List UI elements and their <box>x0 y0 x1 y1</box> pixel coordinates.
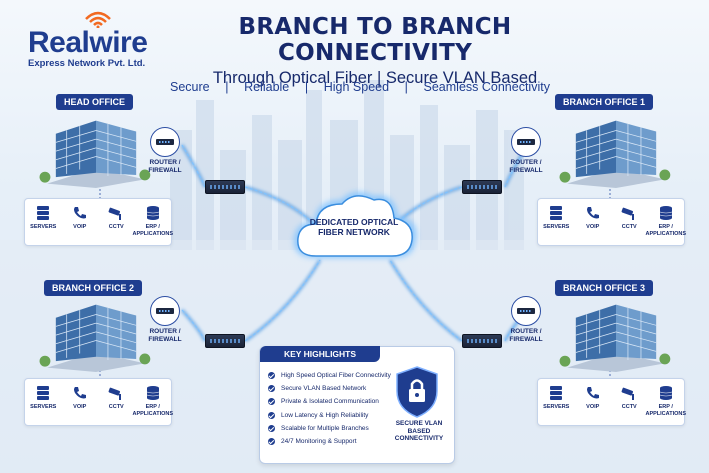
check-icon <box>268 424 275 432</box>
check-icon <box>268 372 275 380</box>
check-icon <box>268 411 275 419</box>
office-label-branch-3: BRANCH OFFICE 3 <box>555 280 654 296</box>
service-voip: VOIP <box>575 384 611 411</box>
brand-name: Realwire <box>28 26 148 59</box>
switch-icon <box>462 180 502 194</box>
list-item: High Speed Optical Fiber Connectivity <box>268 369 391 382</box>
service-cctv: CCTV <box>98 384 134 411</box>
server-icon <box>37 206 50 220</box>
service-voip: VOIP <box>62 384 98 411</box>
list-item: Scalable for Multiple Branches <box>268 422 391 435</box>
service-erp: ERP / APPLICATIONS <box>645 204 686 237</box>
phone-icon <box>586 387 599 399</box>
router-label: ROUTER / FIREWALL <box>509 328 543 343</box>
router-icon <box>511 296 541 326</box>
router-label: ROUTER / FIREWALL <box>509 159 543 174</box>
list-item: Secure VLAN Based Network <box>268 382 391 395</box>
tag-separator: | <box>404 80 408 94</box>
cloud-icon <box>293 191 417 258</box>
building-icon <box>556 112 676 188</box>
office-label-branch-2: BRANCH OFFICE 2 <box>44 280 143 296</box>
highlights-title: KEY HIGHLIGHTS <box>260 346 380 362</box>
check-icon <box>268 398 275 406</box>
office-label-head: HEAD OFFICE <box>56 94 134 110</box>
page-title: BRANCH TO BRANCH CONNECTIVITY <box>238 14 512 66</box>
service-servers: SERVERS <box>25 204 61 231</box>
brand-tagline: Express Network Pvt. Ltd. <box>28 58 146 69</box>
services-panel: SERVERS VOIP CCTV ERP / APPLICATIONS <box>537 378 686 426</box>
services-panel: SERVERS VOIP CCTV ERP / APPLICATIONS <box>537 198 686 246</box>
wifi-signal-icon <box>85 11 111 28</box>
router-icon <box>150 127 180 157</box>
service-cctv: CCTV <box>98 204 134 231</box>
page-header: BRANCH TO BRANCH CONNECTIVITY Through Op… <box>150 14 600 88</box>
service-servers: SERVERS <box>25 384 61 411</box>
list-item: Low Latency & High Reliability <box>268 409 391 422</box>
services-panel: SERVERS VOIP CCTV ERP / APPLICATIONS <box>24 198 173 246</box>
router-label: ROUTER / FIREWALL <box>148 328 182 343</box>
phone-icon <box>586 207 599 219</box>
service-erp: ERP / APPLICATIONS <box>132 384 173 417</box>
list-item: 24/7 Monitoring & Support <box>268 435 391 448</box>
server-icon <box>550 206 563 220</box>
shield-lock-icon <box>396 366 438 418</box>
service-cctv: CCTV <box>611 384 647 411</box>
office-label-branch-1: BRANCH OFFICE 1 <box>555 94 654 110</box>
service-erp: ERP / APPLICATIONS <box>645 384 686 417</box>
tag-seamless: Seamless Connectivity <box>423 80 550 94</box>
phone-icon <box>73 387 86 399</box>
database-icon <box>146 386 159 400</box>
service-erp: ERP / APPLICATIONS <box>132 204 173 237</box>
list-item: Private & Isolated Communication <box>268 395 391 408</box>
database-icon <box>146 206 159 220</box>
cctv-camera-icon <box>108 207 122 220</box>
switch-icon <box>205 334 245 348</box>
page-subtitle: Through Optical Fiber | Secure VLAN Base… <box>212 69 538 87</box>
tag-secure: Secure <box>170 80 210 94</box>
router-icon <box>150 296 180 326</box>
cctv-camera-icon <box>621 207 635 220</box>
cctv-camera-icon <box>621 387 635 400</box>
switch-icon <box>205 180 245 194</box>
service-voip: VOIP <box>575 204 611 231</box>
check-icon <box>268 438 275 446</box>
service-servers: SERVERS <box>538 204 574 231</box>
tag-high-speed: High Speed <box>323 80 390 94</box>
database-icon <box>659 206 672 220</box>
service-voip: VOIP <box>62 204 98 231</box>
building-icon <box>36 112 156 188</box>
phone-icon <box>73 207 86 219</box>
cctv-camera-icon <box>108 387 122 400</box>
service-cctv: CCTV <box>611 204 647 231</box>
tag-reliable: Reliable <box>244 80 290 94</box>
vlan-badge-label: SECURE VLAN BASED CONNECTIVITY <box>394 420 444 442</box>
feature-tags: Secure | Reliable | High Speed | Seamles… <box>170 80 550 94</box>
database-icon <box>659 386 672 400</box>
key-highlights-panel: KEY HIGHLIGHTS High Speed Optical Fiber … <box>259 346 455 464</box>
tag-separator: | <box>225 80 229 94</box>
services-panel: SERVERS VOIP CCTV ERP / APPLICATIONS <box>24 378 173 426</box>
service-servers: SERVERS <box>538 384 574 411</box>
router-icon <box>511 127 541 157</box>
brand-logo: Realwire Express Network Pvt. Ltd. <box>28 11 148 69</box>
building-icon <box>36 296 156 372</box>
router-label: ROUTER / FIREWALL <box>148 159 182 174</box>
check-icon <box>268 385 275 393</box>
tag-separator: | <box>304 80 309 94</box>
switch-icon <box>462 334 502 348</box>
cloud-label: DEDICATED OPTICAL FIBER NETWORK <box>309 217 399 237</box>
highlights-list: High Speed Optical Fiber Connectivity Se… <box>268 369 391 448</box>
server-icon <box>37 386 50 400</box>
server-icon <box>550 386 563 400</box>
building-icon <box>556 296 676 372</box>
